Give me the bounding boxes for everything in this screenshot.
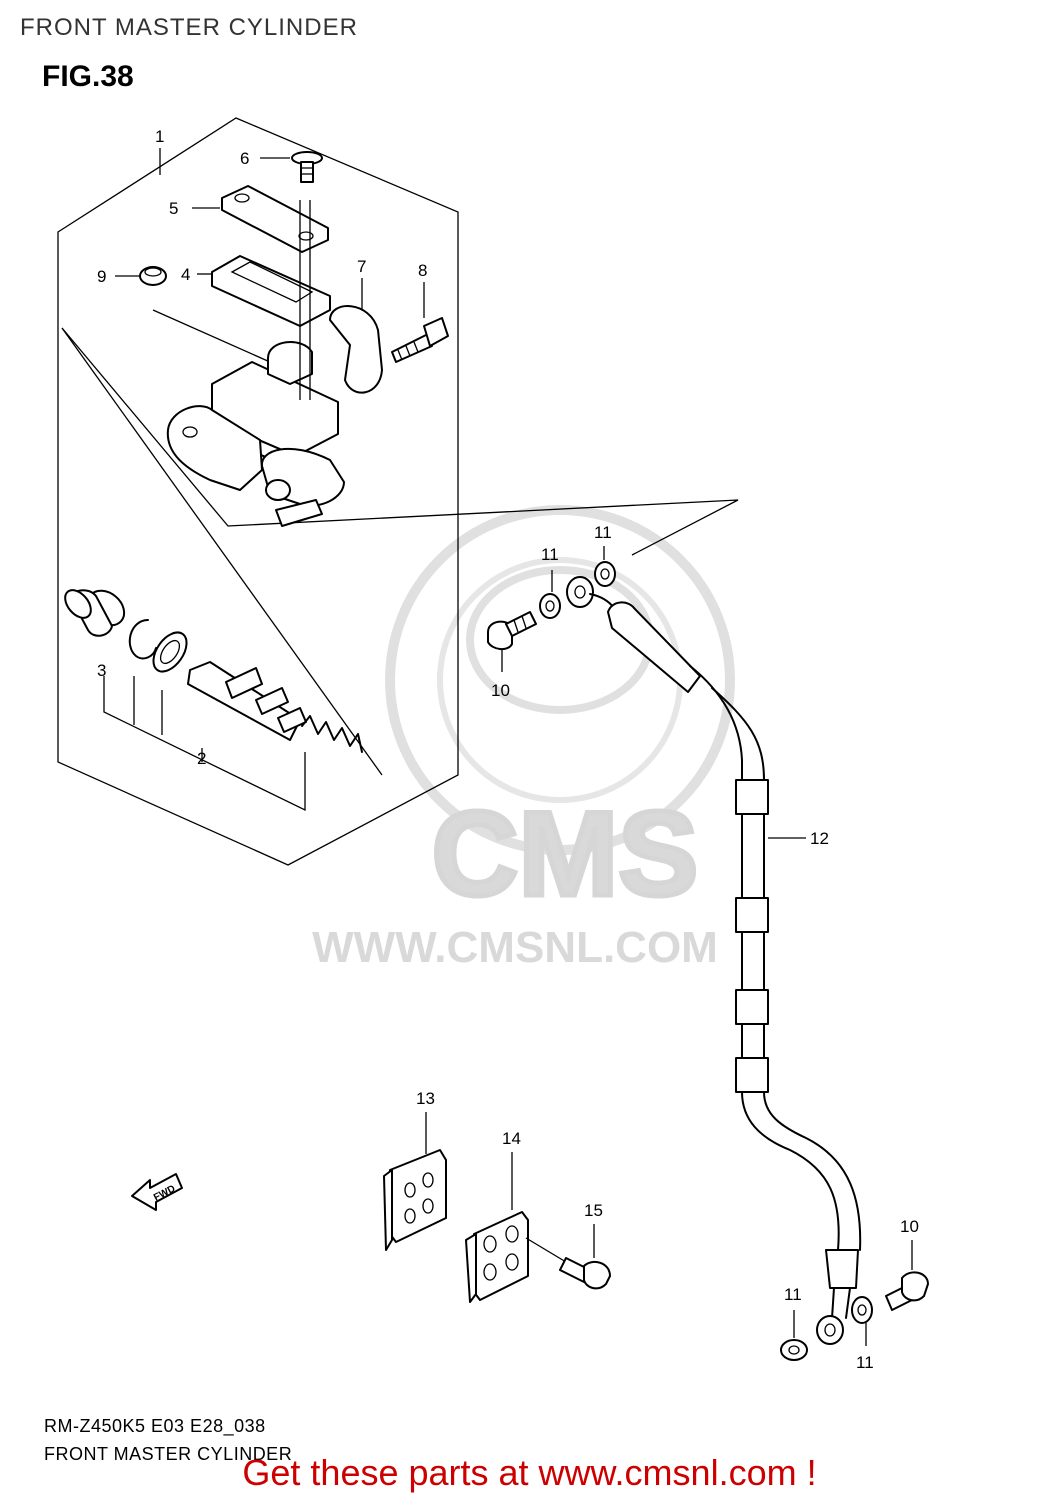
model-code: RM-Z450K5 E03 E28_038 [44, 1416, 266, 1436]
part-screw-6 [260, 151, 323, 183]
parts-link[interactable]: Get these parts at www.cmsnl.com ! [242, 1452, 817, 1493]
watermark-brand: CMS [432, 787, 699, 921]
part-cap-9 [115, 266, 271, 363]
callout-11-c: 11 [784, 1285, 802, 1304]
callout-11-a: 11 [541, 545, 559, 564]
assembly-outline [57, 117, 739, 866]
part-washer-11a [539, 570, 561, 619]
part-bolt-15 [525, 1224, 611, 1290]
watermark-logo: CMS WWW.CMSNL.COM [312, 505, 735, 972]
callout-12: 12 [810, 829, 829, 848]
part-bolt-8 [391, 282, 449, 363]
part-bracket-14 [465, 1152, 529, 1303]
callout-10-lower: 10 [900, 1217, 919, 1236]
callout-10-upper: 10 [491, 681, 510, 700]
part-washer-11d [851, 1296, 873, 1346]
part-washer-11b [594, 546, 616, 587]
callout-8: 8 [418, 261, 427, 280]
figure-label: FIG.38 [42, 60, 134, 93]
callout-2: 2 [197, 749, 206, 768]
callout-7: 7 [357, 257, 366, 276]
part-clamp-7 [329, 278, 383, 394]
part-banjo-bolt-10-lower [885, 1240, 929, 1311]
watermark-url: WWW.CMSNL.COM [312, 923, 718, 972]
callout-4: 4 [181, 265, 190, 284]
callout-11-d: 11 [856, 1353, 874, 1372]
page-title: FRONT MASTER CYLINDER [20, 14, 358, 41]
callout-3: 3 [97, 661, 106, 680]
part-washer [152, 631, 188, 673]
figure-caption: FRONT MASTER CYLINDER [44, 1444, 293, 1464]
part-brake-hose-12 [566, 576, 862, 1345]
callout-6: 6 [240, 149, 249, 168]
callout-1: 1 [155, 127, 164, 146]
callout-5: 5 [169, 199, 178, 218]
part-circlip [128, 619, 157, 660]
callout-labels: 1 2 3 4 5 6 7 8 9 10 10 11 11 11 11 12 1… [97, 127, 919, 1372]
part-piston-2 [103, 661, 363, 812]
part-washer-11c [780, 1310, 808, 1361]
part-banjo-bolt-10-upper [487, 611, 537, 672]
callout-13: 13 [416, 1089, 435, 1108]
part-boot-3 [64, 589, 126, 637]
callout-14: 14 [502, 1129, 521, 1148]
callout-9: 9 [97, 267, 106, 286]
callout-11-b: 11 [594, 523, 612, 542]
exploded-parts-diagram: CMS WWW.CMSNL.COM [57, 117, 929, 1372]
forward-direction-arrow: FWD [131, 1173, 183, 1211]
part-cap-5 [192, 185, 329, 253]
callout-15: 15 [584, 1201, 603, 1220]
part-bracket-13 [383, 1112, 447, 1251]
master-cylinder-body [166, 200, 345, 527]
